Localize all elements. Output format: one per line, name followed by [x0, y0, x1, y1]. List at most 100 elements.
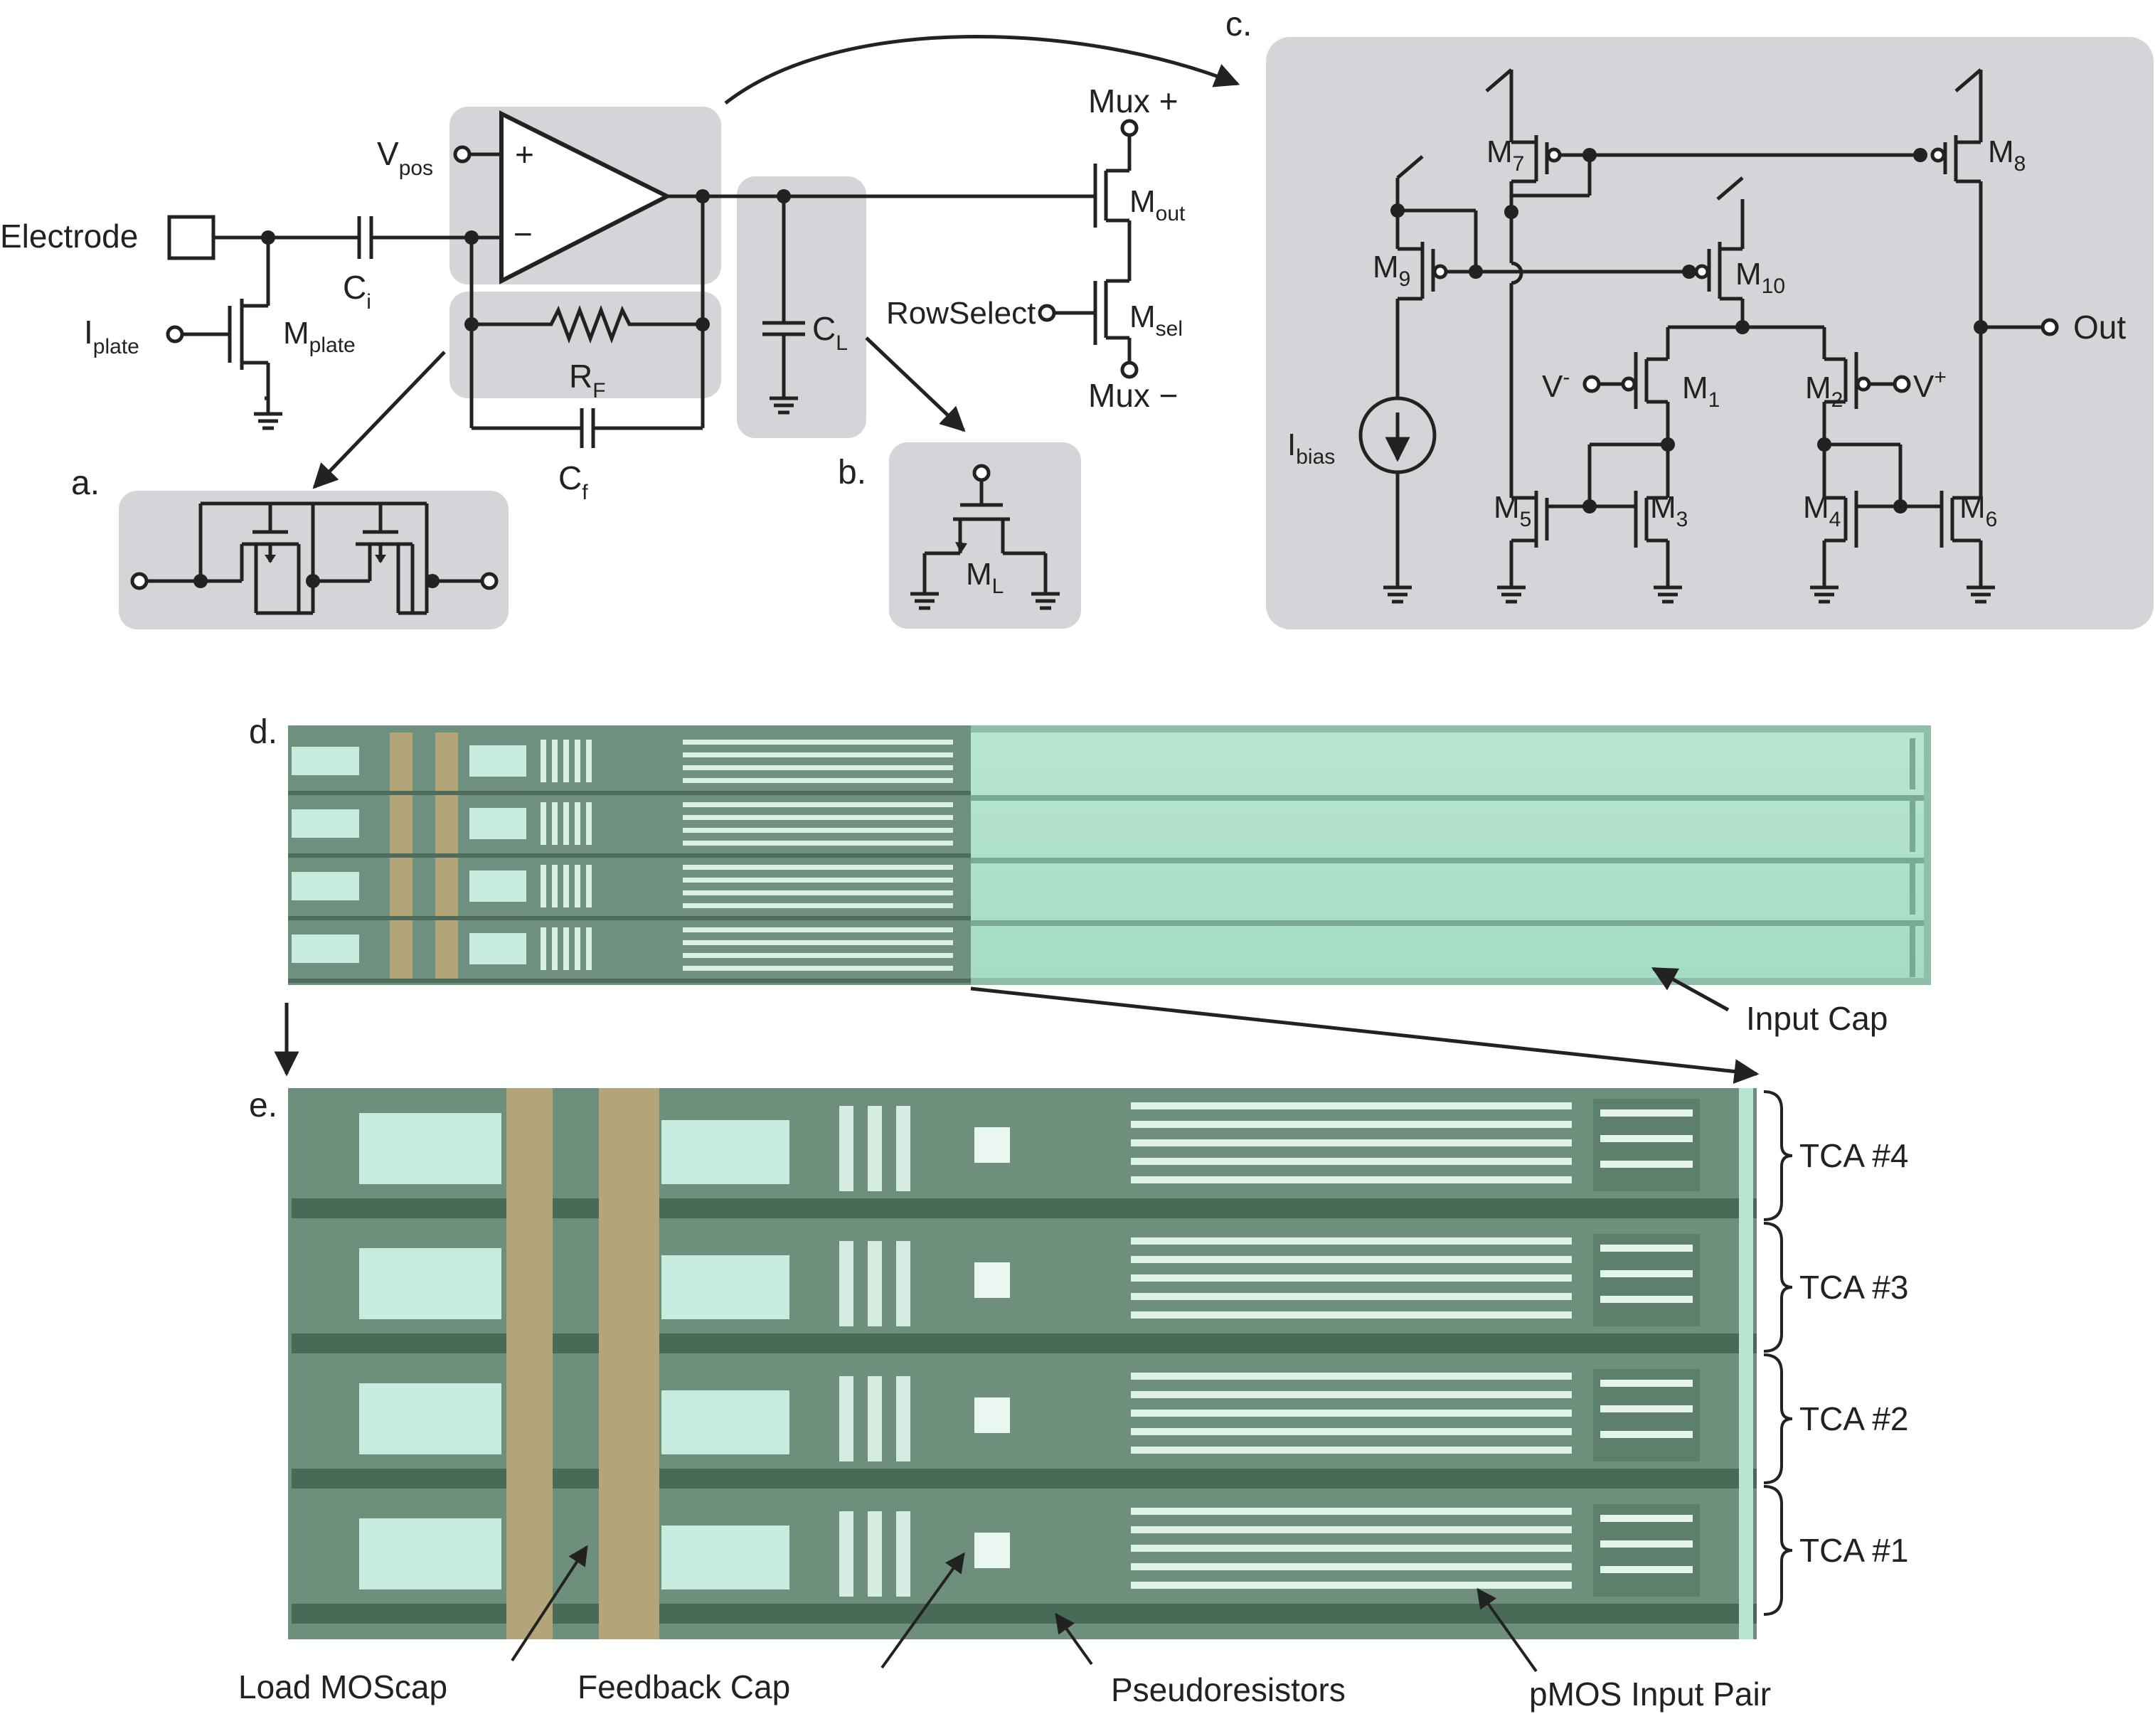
- rowselect-label: RowSelect: [886, 296, 1036, 331]
- d-cap-edge: [1910, 863, 1915, 915]
- d-row-pad: [469, 745, 526, 777]
- electrode-label: Electrode: [0, 218, 138, 255]
- d-row-line: [683, 878, 953, 883]
- e-row-line: [1131, 1410, 1572, 1417]
- mplate-label: Mplate: [283, 316, 356, 357]
- mux-plus-label: Mux +: [1088, 82, 1178, 119]
- e-row-via: [896, 1376, 910, 1461]
- e-row-line: [1131, 1373, 1572, 1380]
- d-row-line: [683, 865, 953, 870]
- e-row-line: [1600, 1380, 1693, 1387]
- d-row-via: [552, 740, 558, 782]
- d-row-pad: [292, 747, 359, 775]
- arrow-to-panel-b: [865, 336, 966, 432]
- d-row-via: [575, 865, 580, 907]
- d-row-line: [683, 765, 953, 770]
- e-row-pad: [359, 1113, 501, 1184]
- e-row-pad: [661, 1255, 789, 1319]
- tca-brace: [1763, 1090, 1793, 1221]
- d-row-pad: [469, 870, 526, 902]
- cf-label: Cf: [558, 459, 588, 504]
- input-cap-arrow: [1651, 966, 1730, 1012]
- e-row-fbcap: [974, 1397, 1010, 1433]
- pmos-input-pair-label: pMOS Input Pair: [1529, 1676, 1771, 1713]
- tca-label: TCA #2: [1799, 1400, 1908, 1437]
- d-row-line: [683, 927, 953, 932]
- e-row-line: [1131, 1311, 1572, 1319]
- d-row-line: [683, 903, 953, 908]
- e-row-pad: [661, 1120, 789, 1184]
- e-row-line: [1600, 1245, 1693, 1252]
- zoom-diag-arrow: [970, 986, 1760, 1084]
- d-row-separator: [288, 791, 971, 795]
- feedback-cap-arrow: [880, 1552, 965, 1669]
- cl-highlight-box: [737, 176, 866, 438]
- panel-c-label: c.: [1225, 6, 1252, 43]
- d-row-via: [563, 740, 569, 782]
- d-row-via: [563, 865, 569, 907]
- feedback-cap-label: Feedback Cap: [578, 1668, 790, 1705]
- d-row-via: [563, 802, 569, 845]
- d-cap-edge: [1910, 738, 1915, 789]
- d-row-via: [575, 740, 580, 782]
- d-row-pad: [292, 809, 359, 838]
- d-row-metal: [390, 733, 413, 795]
- panel-b-label: b.: [838, 454, 866, 491]
- d-row-via: [541, 865, 546, 907]
- e-row-pad: [359, 1383, 501, 1454]
- e-row-line: [1600, 1405, 1693, 1412]
- d-row-metal: [390, 920, 413, 983]
- main-schematic: Electrode Ci Iplate Mplate + − Vpos: [0, 35, 1240, 504]
- d-cap-separator: [971, 858, 1924, 863]
- e-row-line: [1600, 1296, 1693, 1303]
- e-row-line: [1131, 1256, 1572, 1263]
- d-row-via: [552, 802, 558, 845]
- tca-brace: [1763, 1485, 1793, 1616]
- d-row-pad: [469, 808, 526, 839]
- input-cap-label: Input Cap: [1746, 1000, 1888, 1037]
- opamp-plus: +: [515, 136, 534, 173]
- input-cap-region: [971, 733, 1924, 978]
- arrow-to-panel-a: [312, 351, 446, 489]
- e-row-via: [896, 1106, 910, 1191]
- d-cap-separator: [971, 795, 1924, 801]
- pseudoresistors-arrow: [1055, 1612, 1093, 1666]
- d-cap-separator: [971, 920, 1924, 926]
- d-row-via: [552, 865, 558, 907]
- out-label: Out: [2073, 309, 2126, 346]
- msel-label: Msel: [1129, 299, 1183, 341]
- tca-label: TCA #1: [1799, 1532, 1908, 1569]
- panel-d-label: d.: [249, 713, 277, 751]
- e-row-line: [1131, 1293, 1572, 1300]
- d-row-metal: [435, 858, 458, 920]
- panel-a: a.: [71, 464, 509, 629]
- e-row-via: [896, 1511, 910, 1597]
- e-metal-strip: [506, 1088, 553, 1639]
- e-row-line: [1131, 1176, 1572, 1183]
- e-row-pad: [359, 1518, 501, 1589]
- d-row-via: [575, 802, 580, 845]
- pmos-input-pair-arrow: [1476, 1587, 1538, 1673]
- d-row-line: [683, 890, 953, 895]
- d-row-metal: [435, 733, 458, 795]
- e-row-via: [868, 1241, 882, 1326]
- rf-highlight-box: [449, 292, 721, 398]
- d-row-line: [683, 815, 953, 820]
- rf-label: RF: [569, 358, 606, 403]
- d-row-line: [683, 966, 953, 971]
- e-row-pad: [661, 1525, 789, 1589]
- e-row-via: [839, 1241, 853, 1326]
- d-row-line: [683, 841, 953, 846]
- e-row-line: [1131, 1139, 1572, 1146]
- e-row-line: [1131, 1545, 1572, 1552]
- e-metal-strip: [599, 1088, 659, 1639]
- d-row-separator: [288, 853, 971, 858]
- e-row-via: [839, 1376, 853, 1461]
- ci-label: Ci: [343, 269, 371, 314]
- ibias-label: Ibias: [1287, 427, 1335, 469]
- d-row-line: [683, 802, 953, 807]
- e-row-line: [1600, 1270, 1693, 1277]
- m7-label: M7: [1486, 134, 1524, 176]
